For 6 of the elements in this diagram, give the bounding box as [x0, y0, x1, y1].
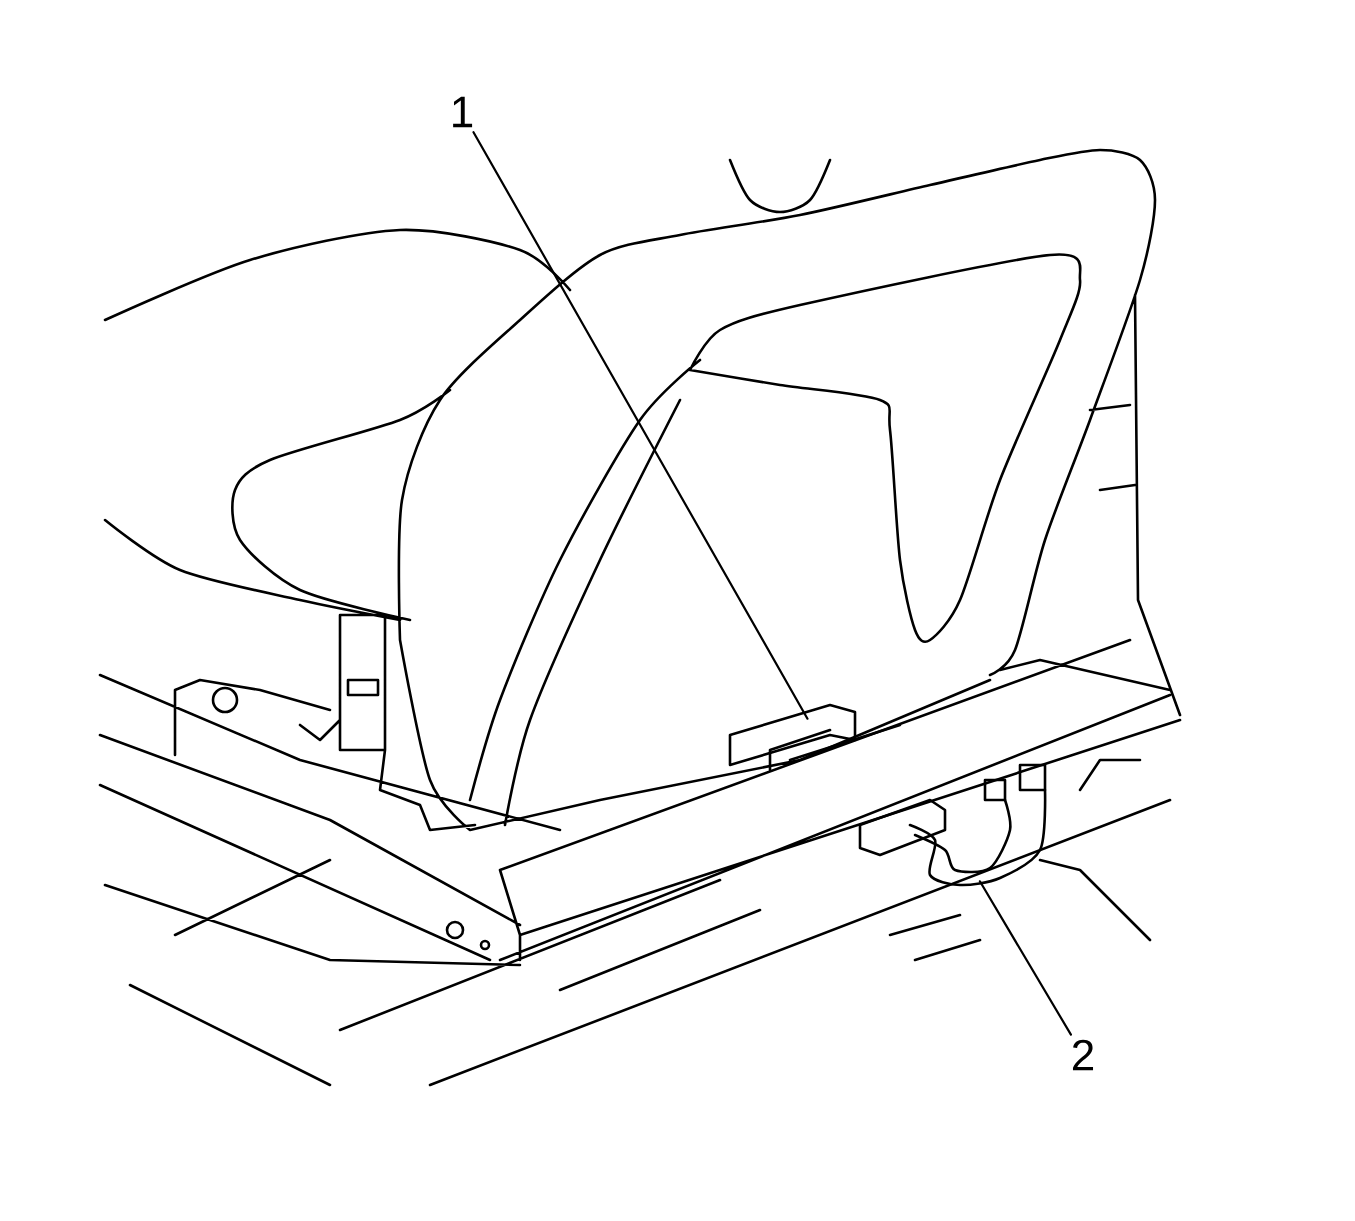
callout-number: 1 — [453, 96, 473, 128]
callout-number: 2 — [1073, 1039, 1094, 1071]
leader-line — [978, 880, 1072, 1036]
wiring-harness-drawing — [858, 763, 1047, 887]
leader-line — [472, 131, 809, 720]
connector-drawing — [728, 703, 902, 772]
